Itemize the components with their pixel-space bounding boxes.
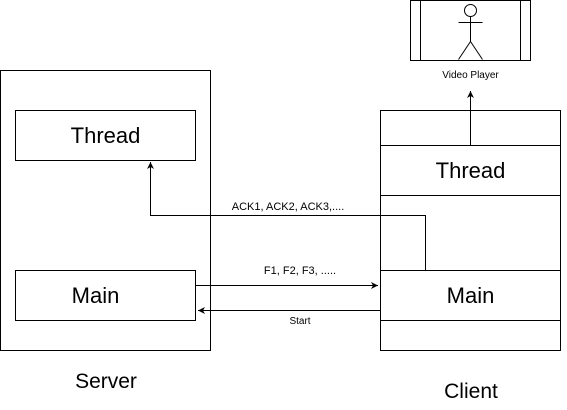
client-container: [380, 110, 561, 351]
client-thread-label: Thread: [436, 158, 506, 183]
ack-edge-label: ACK1, ACK2, ACK3,....: [232, 201, 345, 213]
server-caption: Server: [75, 370, 137, 393]
server-thread-label: Thread: [71, 123, 141, 148]
server-main-box: [15, 270, 196, 321]
frames-edge-label: F1, F2, F3, .....: [264, 265, 336, 277]
server-main-label: Main: [72, 283, 120, 308]
client-caption: Client: [444, 380, 498, 403]
client-main-label: Main: [447, 283, 495, 308]
start-edge-label: Start: [289, 316, 310, 327]
actor-icon: [458, 4, 483, 60]
server-thread-box: [15, 110, 196, 161]
ack-edge: [147, 162, 426, 271]
video-player-label: Video Player: [442, 70, 499, 81]
